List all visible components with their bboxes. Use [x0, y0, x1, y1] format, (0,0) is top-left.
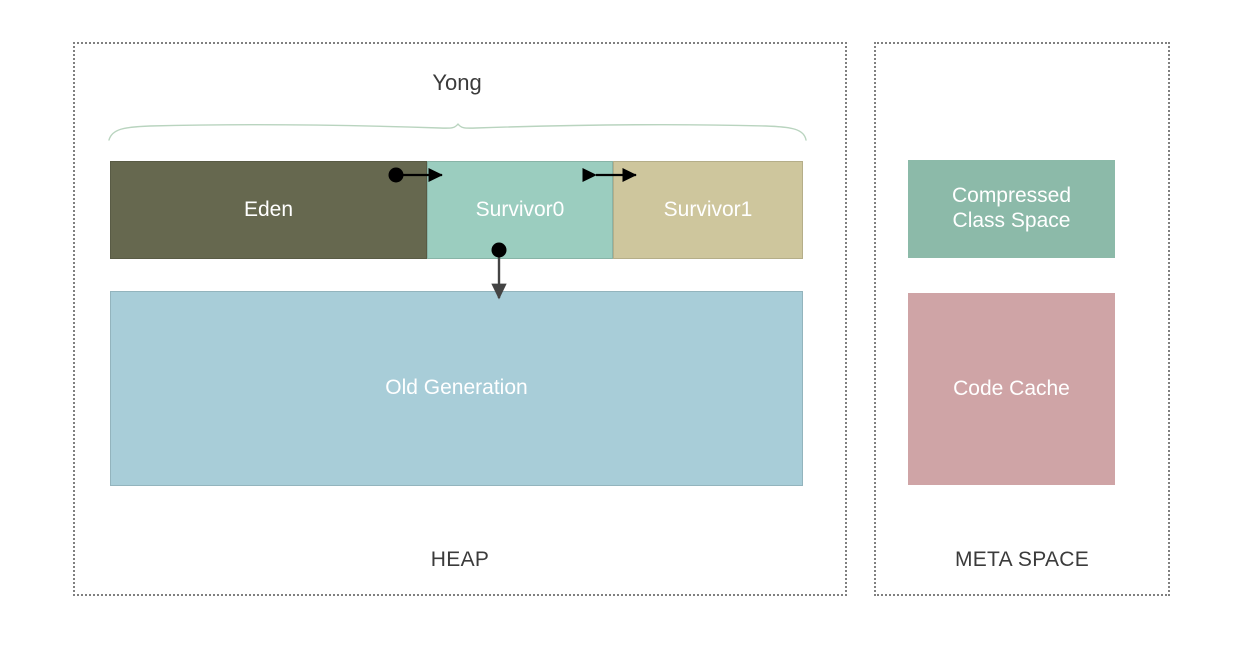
region-survivor1-label: Survivor1	[663, 197, 753, 221]
region-survivor0[interactable]: Survivor0	[427, 161, 613, 259]
region-code-cache[interactable]: Code Cache	[908, 293, 1115, 485]
young-generation-label: Yong	[432, 70, 482, 95]
region-old-generation-label: Old Generation	[385, 376, 528, 400]
region-compressed-class-space-label: Compressed Class Space	[952, 184, 1071, 234]
region-code-cache-label: Code Cache	[953, 376, 1070, 400]
region-survivor1[interactable]: Survivor1	[613, 161, 803, 259]
region-eden-label: Eden	[243, 197, 294, 221]
ccs-label-line2: Class Space	[952, 209, 1071, 232]
region-old-generation[interactable]: Old Generation	[110, 291, 803, 486]
meta-space-panel	[874, 42, 1170, 596]
region-compressed-class-space[interactable]: Compressed Class Space	[908, 160, 1115, 258]
heap-panel	[73, 42, 847, 596]
region-survivor0-label: Survivor0	[475, 197, 565, 221]
heap-caption: HEAP	[430, 548, 490, 571]
meta-space-caption: META SPACE	[954, 548, 1090, 571]
ccs-label-line1: Compressed	[951, 184, 1072, 208]
region-eden[interactable]: Eden	[110, 161, 427, 259]
